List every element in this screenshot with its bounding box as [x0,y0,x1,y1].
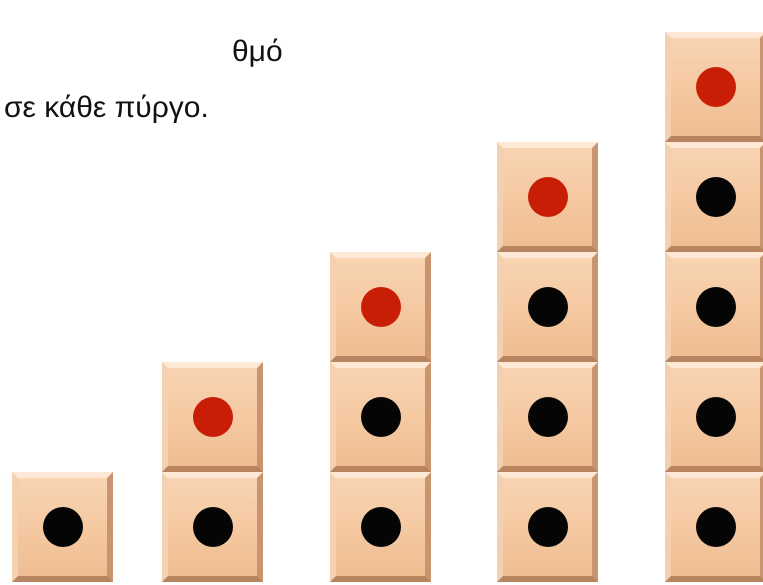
tower-block [162,472,263,582]
tower-block [665,142,763,252]
tower-block [497,362,598,472]
black-dot [696,507,736,547]
tower-5 [665,32,763,582]
tower-block [665,472,763,582]
black-dot [193,507,233,547]
black-dot [43,507,83,547]
black-dot [696,397,736,437]
tower-block [497,142,598,252]
tower-block [497,472,598,582]
red-dot [528,177,568,217]
black-dot [528,507,568,547]
black-dot [528,287,568,327]
black-dot [696,177,736,217]
tower-4 [497,142,598,582]
tower-block [162,362,263,472]
instruction-line-2: σε κάθε πύργο. [4,80,283,136]
tower-block [330,472,431,582]
red-dot [696,67,736,107]
tower-block [665,252,763,362]
black-dot [696,287,736,327]
red-dot [361,287,401,327]
instruction-text: θμό σε κάθε πύργο. [0,24,283,136]
tower-block [497,252,598,362]
tower-block [330,252,431,362]
tower-2 [162,362,263,582]
tower-3 [330,252,431,582]
tower-block [665,362,763,472]
tower-block [330,362,431,472]
tower-1 [12,472,113,582]
red-dot [193,397,233,437]
black-dot [528,397,568,437]
tower-block [12,472,113,582]
black-dot [361,397,401,437]
tower-block [665,32,763,142]
instruction-line-1: θμό [232,24,283,80]
black-dot [361,507,401,547]
